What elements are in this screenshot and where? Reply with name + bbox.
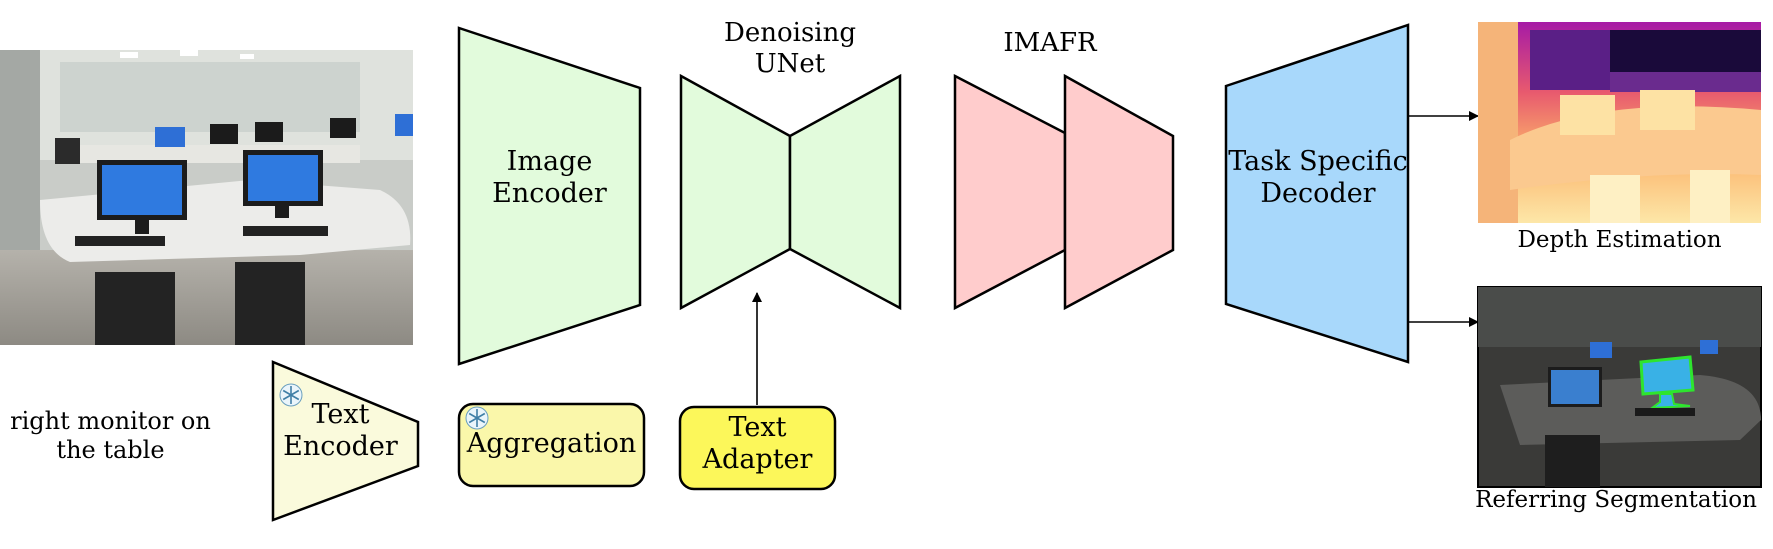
text-encoder-block (271, 360, 420, 522)
input-text-line1: right monitor on (10, 407, 211, 435)
imafr-label: IMAFR (1003, 28, 1097, 58)
referring-segmentation-caption: Referring Segmentation (1475, 487, 1757, 513)
left-monitor (75, 160, 187, 246)
aggregation-label: Aggregation (466, 428, 637, 459)
depth-estimation-caption: Depth Estimation (1517, 227, 1722, 253)
unet-encoder-half (679, 73, 792, 311)
unet-decoder-half (788, 73, 902, 311)
task-decoder-label: Task Specific Decoder (1228, 146, 1408, 210)
imafr-block-2 (1063, 73, 1175, 311)
input-text-prompt: right monitor on the table (8, 407, 213, 465)
right-monitor (243, 150, 328, 236)
image-encoder-block (457, 26, 642, 366)
segmented-monitor (1639, 355, 1695, 410)
unet-label: Denoising UNet (724, 18, 856, 80)
aggregation-block (457, 402, 646, 488)
image-encoder-label: Image Encoder (492, 146, 607, 210)
text-adapter-block (678, 405, 837, 491)
text-encoder-label: Text Encoder (283, 399, 398, 463)
input-image (0, 50, 413, 345)
input-text-line2: the table (56, 435, 165, 464)
snowflake-icon (465, 406, 489, 430)
imafr-block-1 (953, 73, 1067, 311)
text-adapter-label: Text Adapter (702, 412, 813, 476)
task-decoder-block (1224, 23, 1410, 364)
depth-output-image (1478, 22, 1761, 223)
segmentation-output-image (1477, 286, 1762, 488)
